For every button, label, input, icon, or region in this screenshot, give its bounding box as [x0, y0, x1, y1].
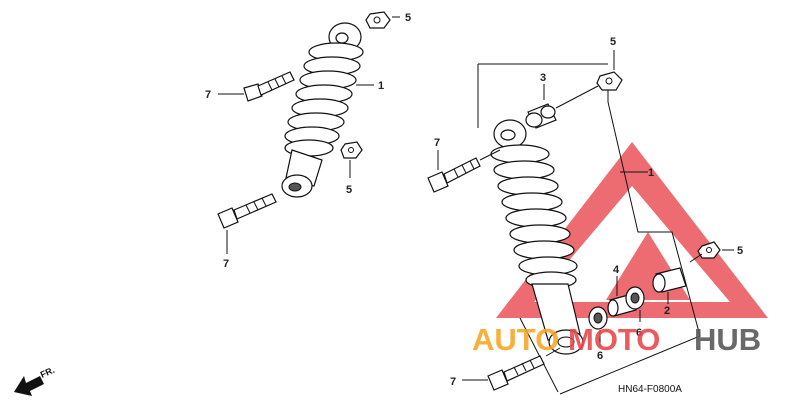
left-shock-assembly: [217, 11, 400, 254]
left-shock-spring: [284, 42, 364, 157]
right-shock-spring: [490, 144, 578, 289]
right-shock-lower-eye: [548, 329, 584, 355]
callout-right-shock: 1: [648, 167, 654, 179]
callout-right-collar-2: 2: [664, 305, 670, 317]
right-bolt-upper: [427, 157, 481, 193]
right-nut-top: [596, 71, 623, 91]
callout-right-bushing-6a: 6: [636, 327, 642, 339]
callout-right-cushion: 3: [540, 72, 546, 84]
watermark-text: AUTO MOTO HUB: [472, 322, 761, 357]
left-bolt-upper: [243, 71, 295, 102]
right-shock-assembly: [427, 50, 734, 395]
callout-right-bolt-lower: 7: [450, 376, 456, 388]
frame-line-bottom: [519, 317, 559, 393]
left-bolt-lower: [217, 193, 277, 229]
right-shock-body: [531, 283, 581, 341]
right-nut-side: [697, 241, 721, 259]
watermark-hub: HUB: [694, 322, 761, 357]
frame-line-right: [559, 88, 701, 395]
left-shock-lower-eye: [281, 174, 313, 198]
callout-left-bolt-lower: 7: [223, 258, 229, 270]
watermark-auto: AUTO: [472, 322, 559, 357]
callout-right-bushing-6b: 6: [597, 350, 603, 362]
right-bolt-lower: [487, 355, 545, 391]
callout-right-collar-4: 4: [613, 264, 620, 276]
right-bushing-6a: [625, 286, 645, 310]
diagram-code: HN64-F0800A: [618, 384, 682, 395]
left-nut-lower: [340, 141, 363, 159]
right-shock-upper-eye: [493, 119, 527, 149]
right-collar-2: [652, 267, 687, 293]
right-cushion: [525, 103, 557, 129]
callout-left-bolt-upper: 7: [205, 89, 211, 101]
watermark-moto: MOTO: [568, 322, 660, 357]
callout-right-bolt-upper: 7: [434, 137, 440, 149]
callout-labels: 5 1 5 7 7 5 3 1 7 5 4 2 6 6 7: [205, 12, 743, 388]
right-bushing-6b: [588, 306, 608, 330]
callout-right-nut-side: 5: [737, 245, 743, 257]
left-nut-top: [365, 11, 391, 29]
direction-label: FR.: [39, 365, 56, 380]
callout-right-nut-top: 5: [610, 36, 616, 48]
callout-left-nut-top: 5: [405, 12, 411, 24]
callout-left-shock: 1: [378, 80, 384, 92]
front-direction-arrow-icon: FR.: [14, 365, 56, 396]
callout-left-nut-lower: 5: [346, 184, 352, 196]
